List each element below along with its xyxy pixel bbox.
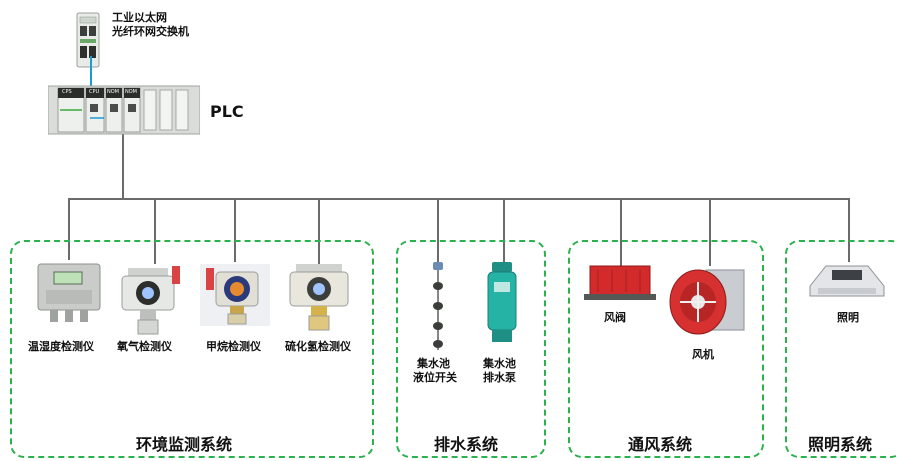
fiber-link	[90, 56, 92, 104]
fan-label: 风机	[692, 348, 714, 361]
drain-pump-icon	[486, 262, 518, 346]
drop-level-switch	[437, 198, 439, 264]
fiber-switch-icon	[76, 12, 100, 68]
fan-icon	[666, 264, 746, 340]
lighting-fixture-icon	[806, 262, 888, 300]
drop-damper	[620, 198, 622, 266]
drop-oxygen	[154, 198, 156, 264]
level-switch-label-line2: 液位开关	[413, 371, 457, 384]
group-lighting	[785, 240, 897, 458]
h2s-detector-label: 硫化氢检测仪	[285, 340, 351, 353]
system-label-ventilation: 通风系统	[628, 435, 693, 454]
bus-line	[68, 198, 849, 200]
drain-pump-label-line1: 集水池	[483, 357, 516, 370]
oxygen-detector-icon	[118, 264, 186, 338]
plc-module-label-cps: CPS	[62, 89, 72, 95]
group-drainage	[396, 240, 546, 458]
lighting-label: 照明	[837, 311, 859, 324]
system-label-lighting: 照明系统	[808, 435, 873, 454]
air-damper-label: 风阀	[604, 311, 626, 324]
plc-module-label-nom1: NOM	[107, 89, 119, 95]
plc-module-label-cpu: CPU	[89, 89, 100, 95]
drain-pump-label-line2: 排水泵	[483, 371, 516, 384]
oxygen-detector-label: 氧气检测仪	[117, 340, 172, 353]
system-label-drainage: 排水系统	[434, 435, 499, 454]
drop-pump	[503, 198, 505, 264]
drop-h2s	[318, 198, 320, 264]
level-switch-icon	[428, 262, 448, 352]
drop-methane	[234, 198, 236, 262]
methane-detector-icon	[200, 262, 270, 328]
system-label-environment: 环境监测系统	[136, 435, 233, 454]
group-environment-monitoring	[10, 240, 374, 458]
h2s-detector-icon	[286, 262, 352, 334]
plc-label: PLC	[210, 102, 244, 121]
plc-down-line	[122, 134, 124, 198]
humidity-detector-label: 温湿度检测仪	[28, 340, 94, 353]
group-ventilation	[568, 240, 764, 458]
air-damper-icon	[584, 264, 656, 304]
drop-fan	[709, 198, 711, 266]
level-switch-label-line1: 集水池	[417, 357, 450, 370]
switch-label-line1: 工业以太网	[112, 11, 167, 24]
plc-rack-icon	[48, 84, 200, 136]
plc-module-label-nom2: NOM	[125, 89, 137, 95]
drop-humidity	[68, 198, 70, 260]
methane-detector-label: 甲烷检测仪	[206, 340, 261, 353]
drop-light	[848, 198, 850, 262]
humidity-detector-icon	[36, 262, 102, 326]
switch-label-line2: 光纤环网交换机	[112, 25, 189, 38]
